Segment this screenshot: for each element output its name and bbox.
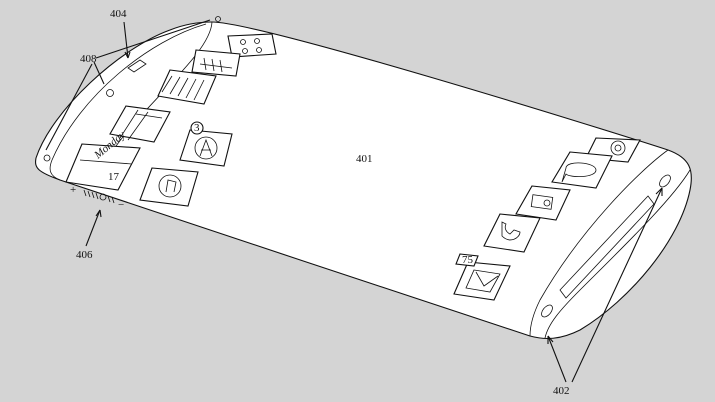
label-408: 408 (80, 53, 97, 65)
phone-icon[interactable] (483, 213, 541, 253)
camera-icon[interactable] (515, 185, 571, 221)
chat-icon[interactable] (551, 151, 613, 189)
app-store-icon[interactable]: 3 (179, 121, 233, 167)
label-401: 401 (356, 153, 373, 165)
label-404: 404 (110, 8, 127, 20)
volume-plus-label: + (70, 184, 76, 196)
leader-402-b (571, 187, 663, 383)
calendar-date: 17 (108, 171, 120, 183)
leader-408-a (95, 19, 211, 59)
music-icon[interactable] (139, 167, 199, 207)
ruler-icon[interactable] (109, 105, 171, 143)
video-icon[interactable] (191, 49, 241, 77)
mail-badge: 75 (462, 254, 474, 266)
reference-labels: 404 408 401 406 402 (45, 8, 663, 397)
leader-408-b (93, 61, 105, 85)
label-406: 406 (76, 249, 93, 261)
calendar-icon[interactable]: Monday 17 (65, 129, 141, 191)
leader-402-a (547, 335, 567, 383)
volume-control[interactable]: + − (70, 184, 124, 211)
label-402: 402 (553, 385, 570, 397)
leader-406 (85, 209, 101, 247)
volume-minus-label: − (118, 199, 124, 211)
app-store-badge: 3 (194, 122, 200, 134)
leader-404 (123, 21, 129, 59)
calculator-icon[interactable] (227, 33, 277, 58)
leader-408-c (45, 63, 93, 151)
mail-icon[interactable]: 75 (453, 253, 511, 301)
app-icons: Monday 17 3 (65, 33, 641, 301)
notes-icon[interactable] (157, 69, 217, 105)
